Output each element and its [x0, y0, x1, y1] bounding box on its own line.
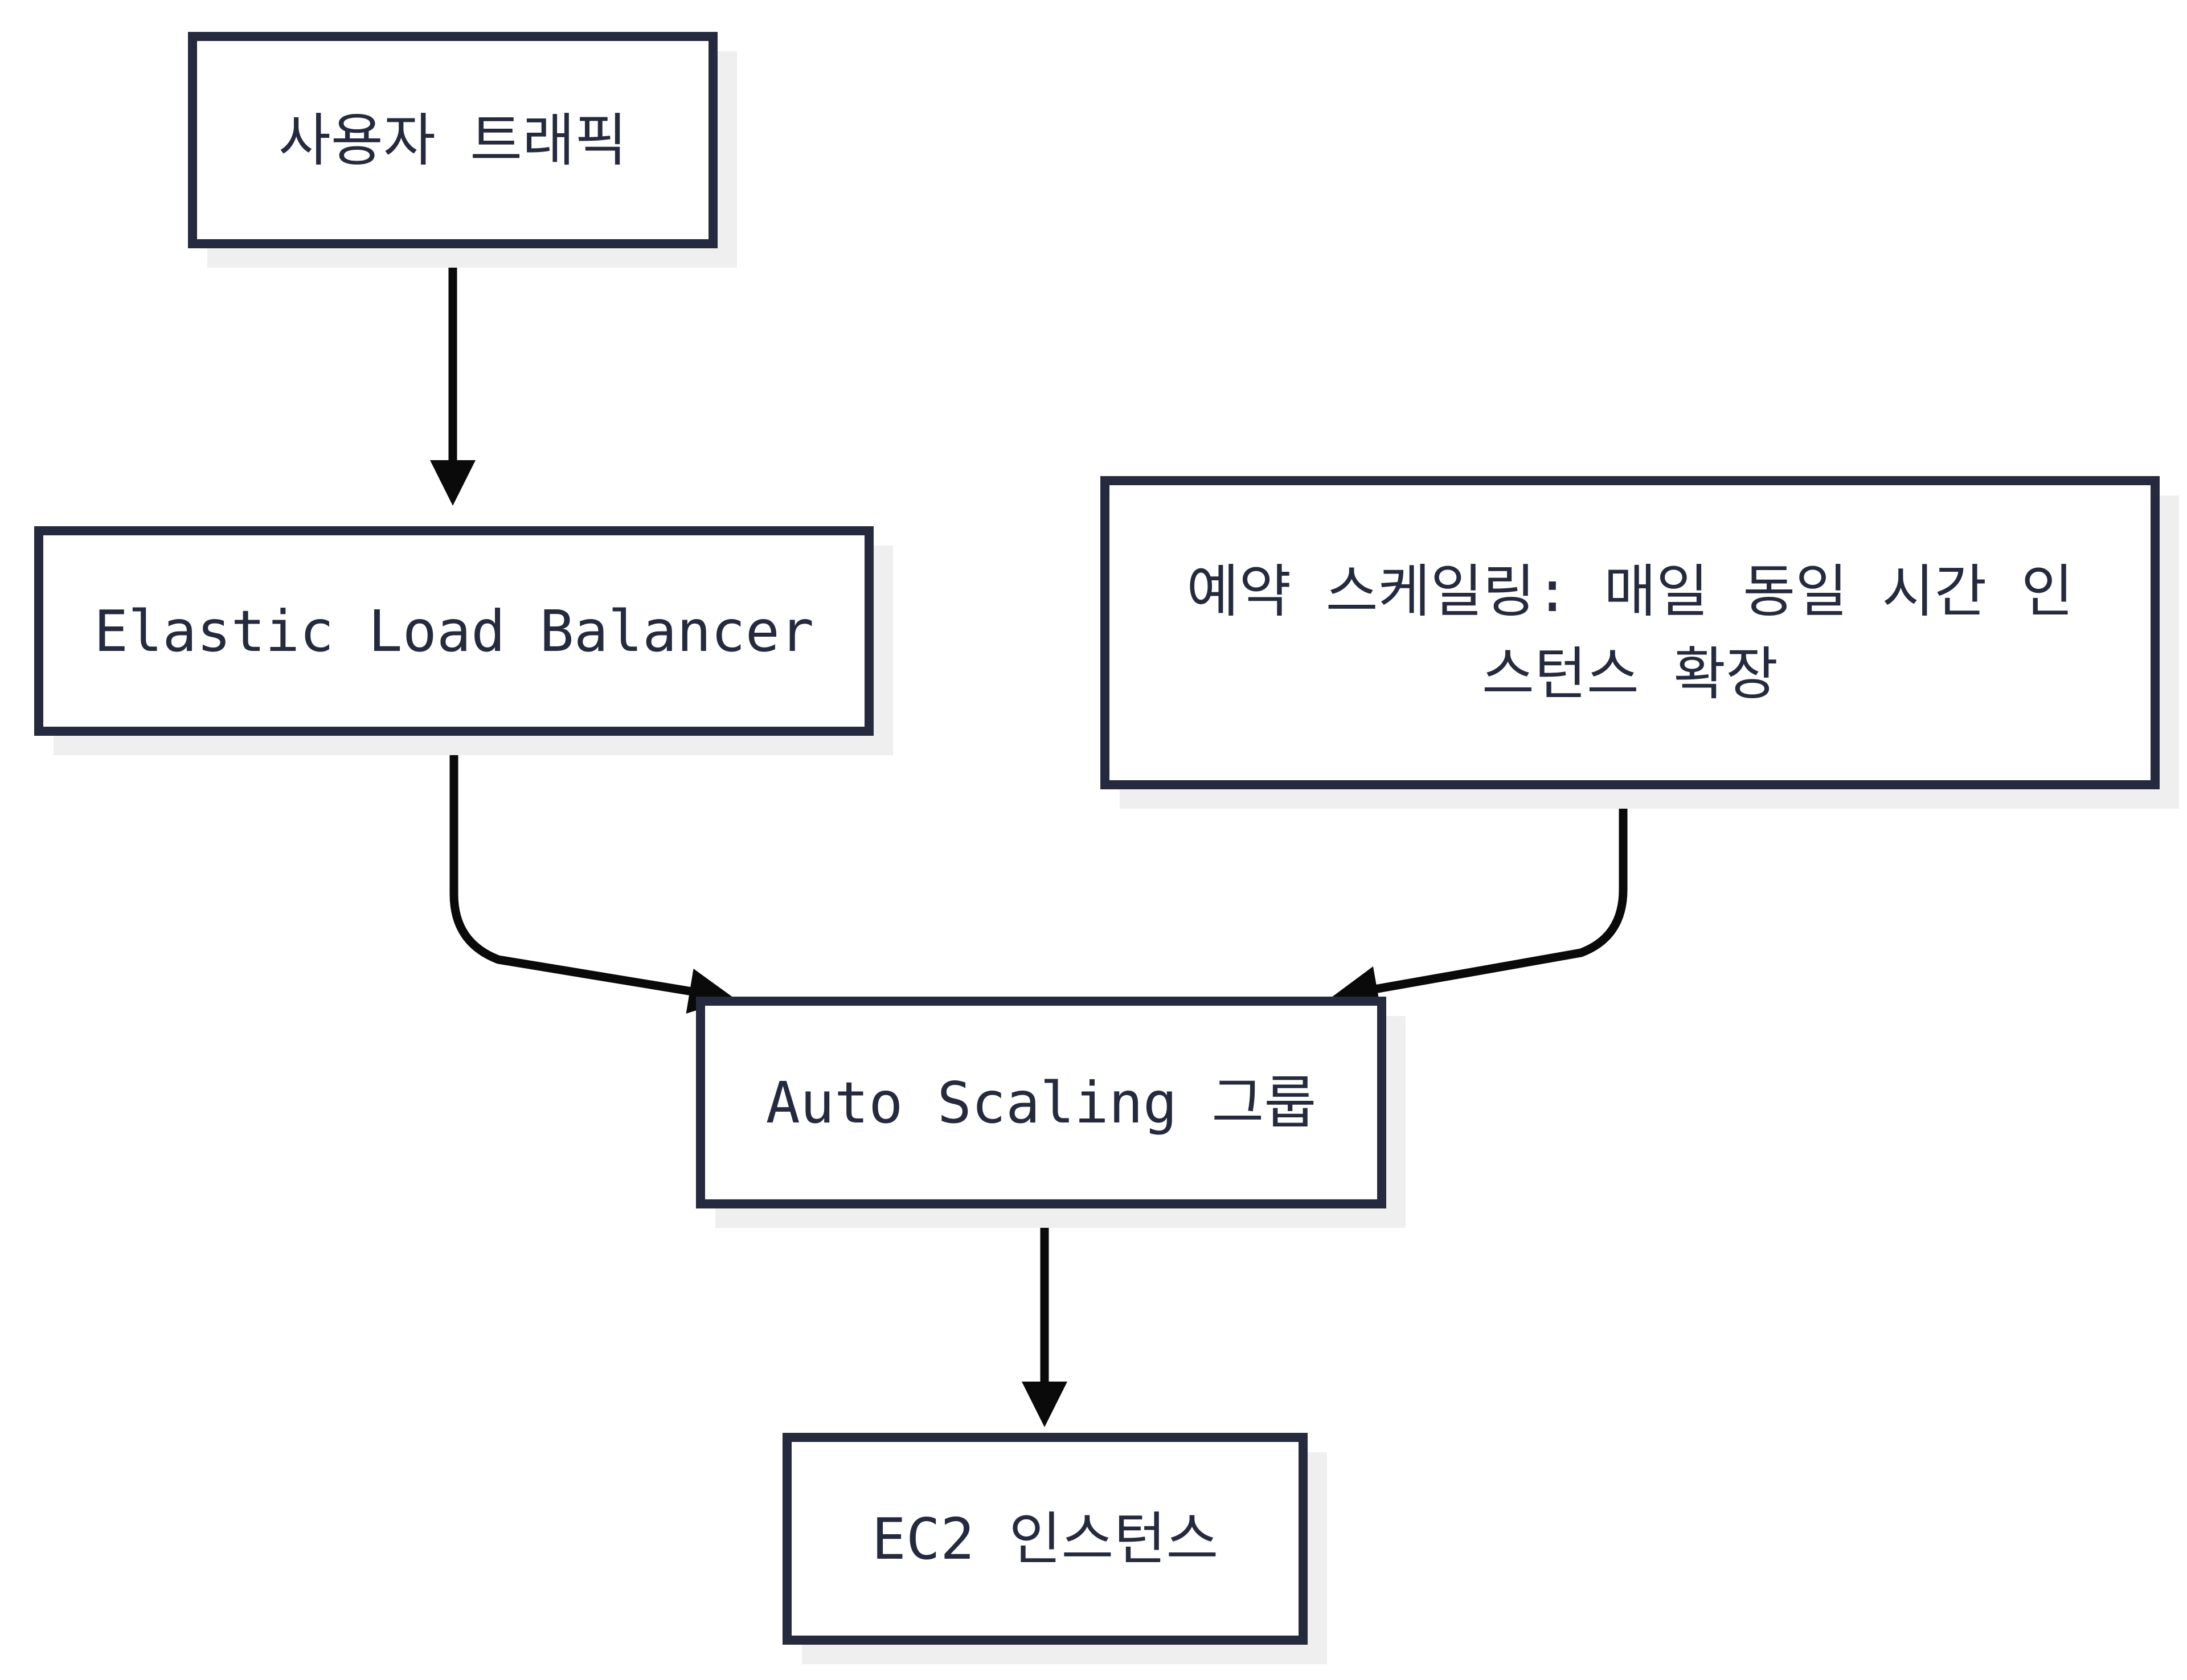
node-scheduled-scaling-label-line1: 예약 스케일링: 매일 동일 시간 인	[1186, 558, 2074, 625]
node-scheduled-scaling-label-line2: 스턴스 확장	[1481, 641, 1779, 707]
node-elastic-load-balancer-label: Elastic Load Balancer	[93, 597, 814, 665]
node-auto-scaling-group-label: Auto Scaling 그룹	[765, 1069, 1317, 1136]
node-elastic-load-balancer: Elastic Load Balancer	[34, 526, 874, 736]
node-ec2-instances-label: EC2 인스턴스	[871, 1505, 1219, 1572]
node-ec2-instances: EC2 인스턴스	[783, 1433, 1308, 1645]
node-user-traffic-label: 사용자 트래픽	[278, 106, 628, 174]
node-auto-scaling-group: Auto Scaling 그룹	[696, 997, 1386, 1208]
node-user-traffic: 사용자 트래픽	[188, 32, 718, 248]
node-scheduled-scaling: 예약 스케일링: 매일 동일 시간 인 스턴스 확장	[1100, 476, 2160, 789]
edge-scheduled-scaling-to-auto-scaling-group	[1332, 789, 1628, 1011]
edge-elb-to-auto-scaling-group	[449, 736, 735, 1014]
